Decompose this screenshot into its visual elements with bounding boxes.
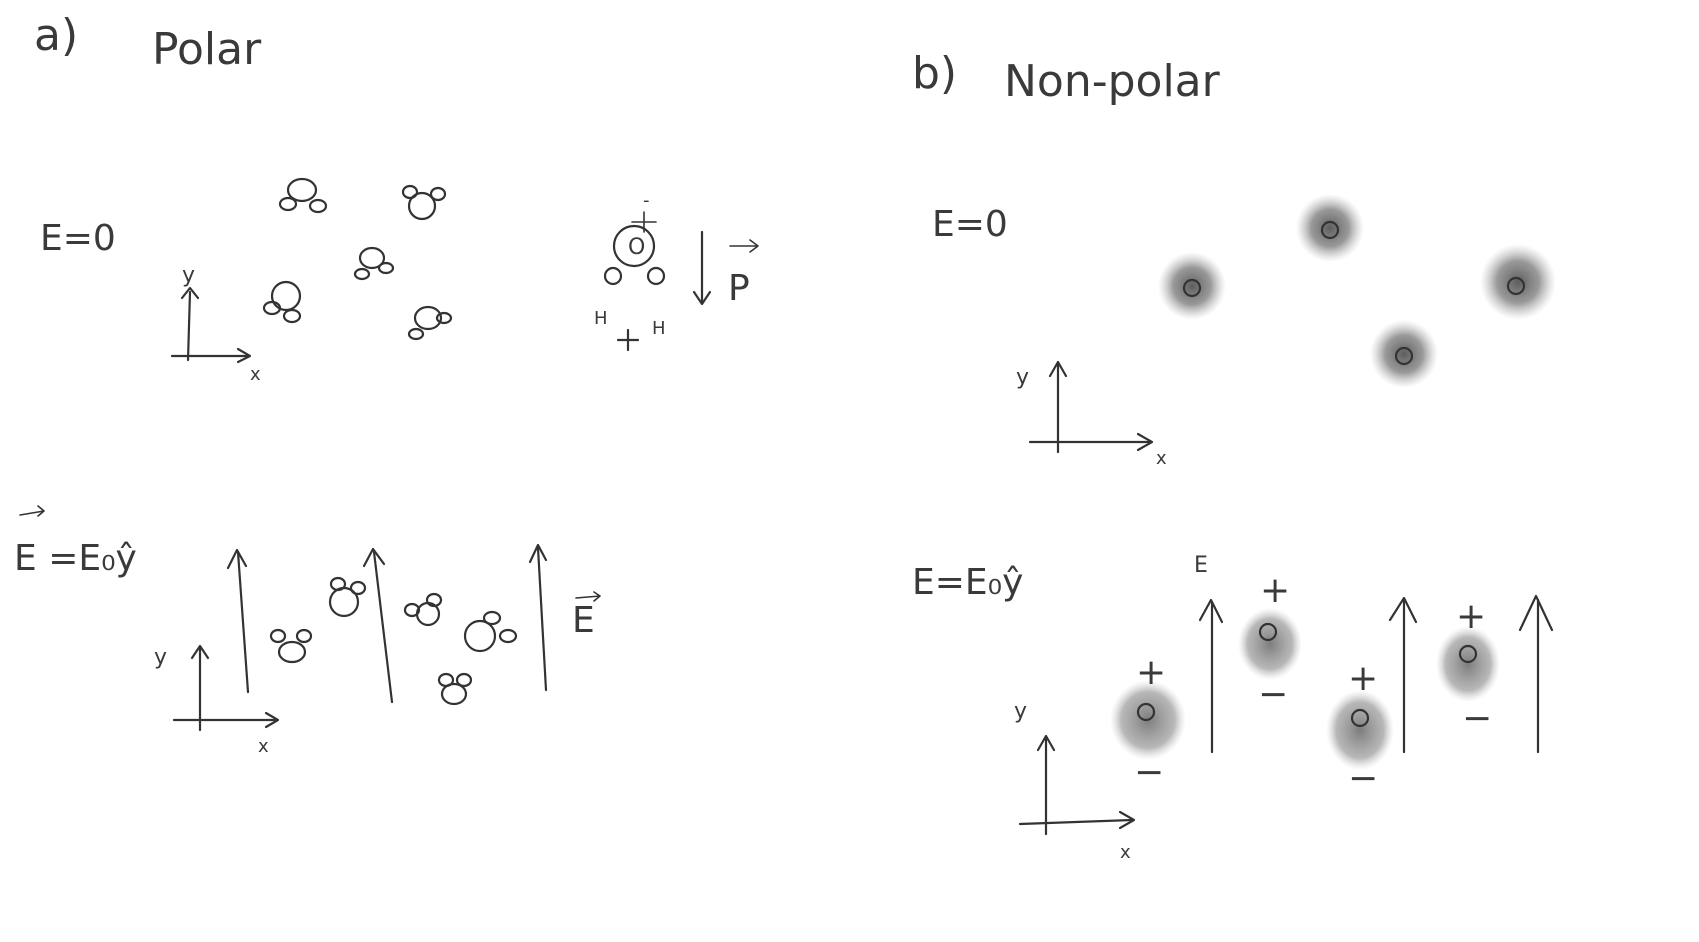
x-axis-label: x	[1120, 842, 1131, 863]
minus-label: −	[1258, 674, 1288, 715]
panel-b: b) Non-polar E=0	[912, 48, 1556, 863]
water-molecule-icon	[328, 576, 367, 618]
field-arrow-icon	[1518, 594, 1554, 632]
field-arrow-icon	[528, 543, 548, 564]
minus-label: −	[1348, 758, 1378, 799]
panel-a-field-label: E	[572, 600, 595, 641]
water-molecule-icon	[278, 177, 328, 214]
water-dipole-detail: - O H H + P	[594, 190, 759, 352]
water-molecule-icon	[401, 184, 447, 221]
plus-label: +	[1456, 596, 1486, 637]
minus-label: −	[1462, 698, 1492, 739]
hydrogen-label-right: H	[652, 318, 666, 339]
atoms-polarized: + − + − + − + −	[1110, 570, 1500, 799]
field-line	[372, 550, 394, 704]
atom-cloud-icon	[1296, 194, 1364, 262]
panel-a: a) Polar E=0 y x	[14, 10, 759, 757]
nucleus-icon	[1350, 708, 1370, 728]
field-arrow-icon	[1388, 596, 1418, 624]
panel-b-title: Non-polar	[1004, 56, 1221, 107]
vector-arrow-icon	[575, 591, 601, 602]
y-axis-line	[186, 290, 192, 362]
y-axis-label: y	[154, 645, 167, 670]
y-axis-label: y	[182, 263, 195, 288]
plus-label: +	[1348, 658, 1378, 699]
panel-a-title: Polar	[152, 24, 262, 75]
water-molecule-icon	[463, 610, 518, 653]
field-arrow-icon	[1198, 598, 1224, 624]
x-axis-label: x	[258, 736, 269, 757]
y-axis-arrow-icon	[190, 644, 210, 660]
hydrogen-atom-icon	[646, 266, 666, 286]
panel-b-eq-zero: E=0	[932, 204, 1008, 245]
atom-cloud-icon	[1370, 320, 1438, 388]
oxygen-label: O	[628, 235, 645, 260]
dipole-arrow-icon	[692, 290, 712, 306]
water-molecule-icon	[403, 592, 443, 627]
vector-arrow-icon	[729, 239, 759, 253]
water-molecule-icon	[269, 628, 313, 664]
field-line	[536, 546, 548, 692]
panel-a-field-lines	[226, 543, 548, 704]
nucleus-icon	[1136, 702, 1156, 722]
plus-label: +	[1136, 652, 1166, 693]
polarized-atom: + −	[1436, 596, 1500, 739]
hydrogen-atom-icon	[603, 266, 623, 286]
panel-a-eq-zero: E=0	[40, 218, 116, 259]
field-line	[236, 550, 250, 694]
dipole-label: P	[728, 268, 750, 309]
water-molecule-icon	[353, 246, 395, 281]
field-arrow-icon	[362, 547, 386, 568]
panel-b-eq-field: E=E₀ŷ	[912, 562, 1023, 603]
water-molecule-icon	[407, 305, 453, 341]
panel-b-axes-bottom: y x	[1014, 699, 1136, 863]
y-axis-label: y	[1016, 365, 1029, 390]
nucleus-icon	[1258, 622, 1278, 642]
water-molecule-icon	[437, 672, 473, 706]
panel-b-field-label: E	[1194, 553, 1208, 578]
water-molecules-random	[262, 177, 453, 341]
y-axis-label: y	[1014, 699, 1027, 724]
minus-label: −	[1134, 752, 1164, 793]
panel-a-axes-bottom: y x	[154, 644, 280, 757]
water-molecules-aligned	[269, 576, 518, 706]
field-arrow-icon	[226, 548, 248, 570]
hydrogen-label-left: H	[594, 308, 608, 329]
x-axis-line	[1018, 818, 1134, 826]
minus-sign: -	[643, 190, 650, 211]
x-axis-label: x	[1156, 448, 1167, 469]
panel-b-axes-top: y x	[1016, 360, 1167, 469]
panel-b-field-lines	[1198, 594, 1554, 754]
atom-cloud-icon	[1436, 626, 1500, 702]
y-axis-arrow-icon	[1036, 734, 1056, 752]
panel-b-label: b)	[912, 48, 957, 99]
x-axis-arrow-icon	[1136, 432, 1154, 452]
water-molecule-icon	[262, 280, 302, 324]
x-axis-arrow-icon	[1118, 810, 1136, 830]
y-axis-arrow-icon	[180, 286, 200, 300]
oxygen-atom-icon	[612, 224, 656, 268]
panel-a-label: a)	[34, 10, 78, 61]
polarized-atom: + −	[1326, 658, 1394, 799]
y-axis-arrow-icon	[1048, 360, 1068, 378]
atoms-symmetric	[1158, 194, 1556, 388]
atom-cloud-icon	[1158, 252, 1226, 320]
panel-a-eq-field: E =E₀ŷ	[14, 538, 137, 579]
x-axis-label: x	[250, 364, 261, 385]
x-axis-arrow-icon	[264, 711, 280, 729]
x-axis-arrow-icon	[236, 347, 252, 364]
panel-a-axes-top: y x	[170, 263, 261, 385]
plus-charge-mark	[616, 328, 640, 352]
vector-arrow-icon	[19, 505, 45, 517]
plus-label: +	[1260, 570, 1290, 611]
atom-cloud-icon	[1238, 608, 1302, 680]
atom-cloud-icon	[1326, 690, 1394, 770]
polarized-atom: + −	[1110, 652, 1186, 793]
atom-cloud-icon	[1480, 244, 1556, 320]
nucleus-icon	[1458, 644, 1478, 664]
polarized-atom: + −	[1238, 570, 1302, 715]
